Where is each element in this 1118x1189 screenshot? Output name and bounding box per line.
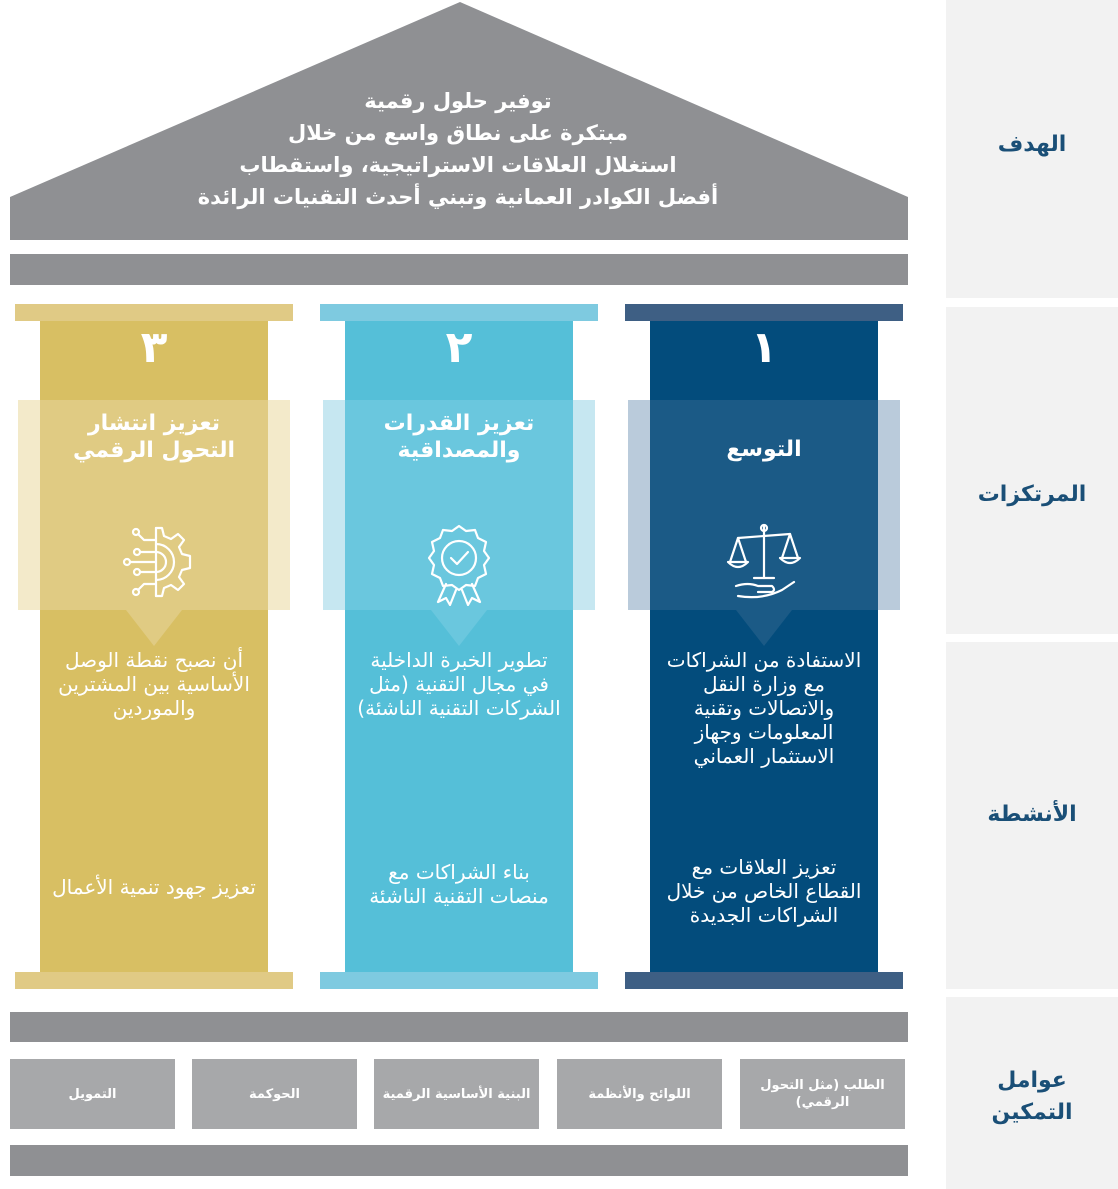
pillar-3-pointer [126,610,182,646]
pillar-2-activity-1: تطوير الخبرة الداخلية في مجال التقنية (م… [357,648,561,720]
pillar-2-pointer [431,610,487,646]
enabler-governance: الحوكمة [192,1059,357,1129]
goal-section-panel: الهدف [946,0,1118,298]
enabler-demand: الطلب (مثل التحول الرقمي) [740,1059,905,1129]
foundation-bar-top [10,1012,908,1042]
pillar-3-activity-1: أن نصبح نقطة الوصل الأساسية بين المشترين… [58,648,250,720]
pillar-2-bottom-cap [320,972,598,989]
pillar-3-top-cap [15,304,293,321]
activities-section-panel: الأنشطة [946,642,1118,989]
roof-base-bar [10,254,908,285]
goal-line-1: توفير حلول رقمية [364,89,552,113]
pillar-2-top-cap [320,304,598,321]
enablers-section-label: عوامل التمكين [991,1068,1073,1125]
goal-line-3: استغلال العلاقات الاستراتيجية، واستقطاب [239,153,677,177]
enabler-digital-infrastructure: البنية الأساسية الرقمية [374,1059,539,1129]
enabler-funding: التمويل [10,1059,175,1129]
pillar-1-number: ١ [750,322,778,373]
roof [10,2,908,240]
pillar-2-number: ٢ [445,322,473,373]
pillar-2-activity-2: بناء الشراكات مع منصات التقنية الناشئة [369,860,549,908]
pillar-3-bottom-cap [15,972,293,989]
pillar-1-bottom-cap [625,972,903,989]
pillar-3-activity-2: تعزيز جهود تنمية الأعمال [52,875,256,899]
enabler-regulations: اللوائح والأنظمة [557,1059,722,1129]
gear-circuit-icon [122,526,192,598]
pillar-1-pointer [736,610,792,646]
pillar-2-title: تعزيز القدرات والمصداقية [383,411,535,463]
scales-of-justice-hand-icon [726,523,802,599]
pillar-3-number: ٣ [140,322,168,373]
goal-section-label: الهدف [997,132,1067,157]
goal-line-4: أفضل الكوادر العمانية وتبني أحدث التقنيا… [197,185,719,209]
pillars-section-panel: المرتكزات [946,307,1118,634]
goal-statement: توفير حلول رقمية مبتكرة على نطاق واسع من… [120,85,796,213]
pillar-1-activity-1: الاستفادة من الشراكات مع وزارة النقل وال… [666,648,862,768]
foundation-bar-bottom [10,1145,908,1176]
pillar-1-title: التوسع [726,437,802,462]
goal-line-2: مبتكرة على نطاق واسع من خلال [288,121,628,145]
pillar-3-band-inner [40,400,268,610]
award-badge-check-icon [427,524,491,606]
pillars-section-label: المرتكزات [977,482,1087,507]
pillar-1-top-cap [625,304,903,321]
enablers-section-panel: عوامل التمكين [946,997,1118,1189]
activities-section-label: الأنشطة [987,802,1077,827]
pillar-1-activity-2: تعزيز العلاقات مع القطاع الخاص من خلال ا… [666,855,862,927]
pillar-3-title: تعزيز انتشار التحول الرقمي [72,411,236,463]
